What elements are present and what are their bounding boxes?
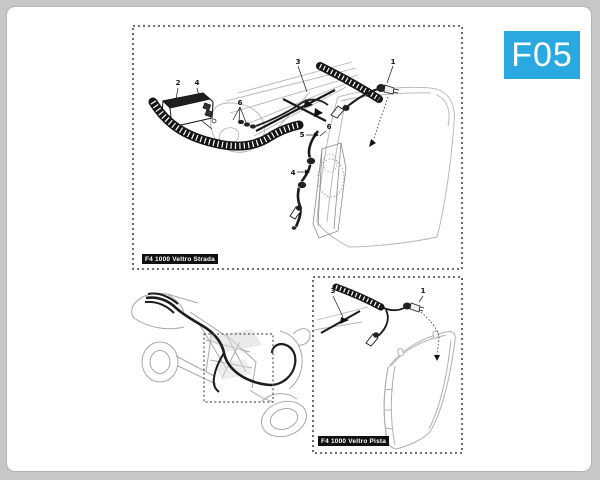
- pista-gray-lines: [313, 306, 369, 331]
- callout-number: 1: [421, 287, 426, 295]
- strada-variant-label: F4 1000 Veltro Strada: [142, 254, 218, 265]
- callout-number: 5: [300, 131, 305, 139]
- pista-callouts: 3 1: [331, 287, 426, 295]
- strada-panel-border: [132, 25, 463, 270]
- rod-arrow-marker: [340, 317, 349, 324]
- leader-arrow: [434, 355, 440, 361]
- callout-number: 2: [176, 79, 181, 87]
- bullet-connector: [330, 105, 350, 119]
- callout-number: 4: [195, 79, 200, 87]
- pista-panel-border: [312, 276, 463, 454]
- pista-drawing: 3 1: [313, 283, 456, 450]
- cable-plugs: [291, 157, 316, 231]
- motorcycle-overview: [131, 292, 311, 438]
- strada-leader-lines: [175, 65, 394, 173]
- detail-highlight-box: [203, 333, 274, 403]
- callout-number: 3: [331, 287, 336, 295]
- pista-fairing-panel: [383, 330, 456, 450]
- rod-arrow-marker: [314, 108, 323, 117]
- table-code-badge: F05: [504, 31, 580, 79]
- antenna-rods: [255, 89, 336, 132]
- catalog-page-card: [6, 6, 592, 472]
- callout-number: 1: [391, 58, 396, 66]
- pista-bullet-connector: [365, 332, 379, 347]
- callout-number: 3: [296, 58, 301, 66]
- leader-arrow: [305, 169, 310, 175]
- pista-leader-lines: [332, 295, 440, 357]
- motorcycle-harness: [144, 292, 297, 393]
- pista-rubber-sleeve: [332, 283, 385, 311]
- strada-bracket-detail: [312, 142, 347, 239]
- main-wiring-harness: [148, 97, 304, 151]
- sensor-connector: [376, 84, 400, 95]
- table-code-text: F05: [511, 36, 573, 74]
- pista-variant-label: F4 1000 Veltro Pista: [318, 436, 390, 447]
- sensor-cable: [347, 88, 379, 107]
- callout-number: 4: [291, 169, 296, 177]
- cluster-cable: [255, 98, 329, 127]
- dotted-leader: [372, 96, 389, 142]
- leader-arrow: [369, 139, 376, 147]
- pista-cable-a: [380, 306, 405, 312]
- strada-callouts: 2 4 3 1 6 6 5 4: [176, 58, 396, 177]
- fairing-shade: [208, 329, 262, 352]
- rubber-sleeve: [316, 62, 383, 103]
- strada-drawing: 2 4 3 1 6 6 5 4: [148, 58, 455, 248]
- callout-number: 6: [327, 123, 332, 131]
- bullet-connector-lower: [289, 205, 302, 220]
- pista-cable-b: [377, 309, 389, 337]
- callout-number: 6: [238, 99, 243, 107]
- pista-sensor-connector: [403, 302, 425, 313]
- vertical-cable: [293, 130, 320, 230]
- leader-arrow: [314, 132, 319, 138]
